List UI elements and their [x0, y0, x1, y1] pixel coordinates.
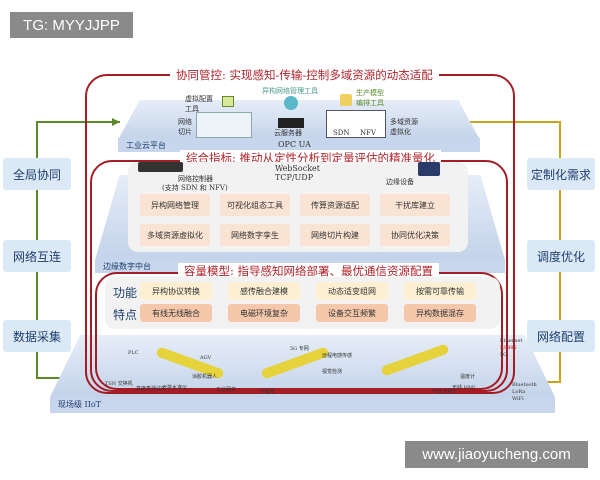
- legend-ethernet: Ethernet: [500, 338, 523, 344]
- device-label: 5G 专网: [290, 346, 309, 352]
- function-card: 按需可靠传输: [404, 282, 476, 300]
- controller-note: (支持 SDN 和 NFV): [162, 184, 228, 192]
- right-scheduling: 调度优化: [527, 240, 595, 272]
- function-card: 感传融合建模: [228, 282, 300, 300]
- left-data-collect: 数据采集: [3, 320, 71, 352]
- link-legend-bottom: Bluetooth LoRa WiFi: [512, 382, 537, 402]
- websocket-label: WebSocket: [275, 164, 320, 173]
- left-global-collab: 全局协同: [3, 158, 71, 190]
- device-label: 气体流量计: [432, 389, 458, 395]
- device-label: 无线 HMI: [452, 385, 476, 391]
- legend-5g: 5G: [500, 352, 508, 358]
- function-card: 异构协议转换: [140, 282, 212, 300]
- edge-cards: 异构网络管理 可视化组态工具 传算资源适配 干扰库建立 多域资源虚拟化 网络数字…: [140, 194, 452, 246]
- feature-card: 设备交互频繁: [316, 304, 388, 322]
- config-tool-icon: [222, 96, 234, 107]
- hetero-tool-label: 异构网络管理工具: [262, 87, 318, 95]
- slice-label: 网络切片: [178, 118, 192, 136]
- device-label: 涂胶机器人: [192, 374, 218, 380]
- field-platform-label: 现场级 IIoT: [50, 397, 555, 413]
- tcp-udp-label: TCP/UDP: [275, 173, 314, 182]
- edge-device-icon: [418, 162, 440, 176]
- edge-device-label: 边缘设备: [386, 178, 414, 186]
- watermark-bottom: www.jiaoyucheng.com: [405, 441, 588, 468]
- left-interconnect: 网络互连: [3, 240, 71, 272]
- controller-device-icon: [138, 162, 183, 172]
- device-label: AGV: [200, 355, 212, 361]
- device-label: 拧紧枪: [260, 389, 276, 395]
- sdn-label: SDN: [333, 129, 350, 137]
- edge-card: 网络数字孪生: [220, 224, 290, 246]
- edge-card: 异构网络管理: [140, 194, 210, 216]
- legend-bluetooth: Bluetooth: [512, 382, 537, 388]
- field-headline: 容量模型: 指导感知网络部署、最优通信资源配置: [178, 263, 440, 279]
- device-label: 温度计: [460, 374, 476, 380]
- device-label: PLC: [128, 350, 139, 356]
- model-tool-icon: [340, 94, 352, 106]
- network-globe-icon: [284, 96, 298, 110]
- feature-card: 电磁环境复杂: [228, 304, 300, 322]
- edge-card: 协同优化决策: [380, 224, 450, 246]
- edge-card: 多域资源虚拟化: [140, 224, 210, 246]
- model-tool-label: 生产模型编排工具: [356, 89, 384, 107]
- sdn-nfv-box: [326, 110, 386, 138]
- feature-card: 有线无线融合: [140, 304, 212, 322]
- legend-wifi: WiFi: [512, 396, 524, 402]
- multi-domain-label: 多域资源虚拟化: [390, 118, 418, 136]
- slice-diagram: [196, 112, 252, 138]
- device-label: 视觉检测: [322, 369, 343, 375]
- device-label: 高度表测试仪: [136, 386, 167, 392]
- link-legend-top: Ethernet RS485 5G: [500, 338, 522, 358]
- cloud-server-label: 云服务器: [274, 129, 302, 137]
- cloud-platform-label: 工业云平台: [118, 138, 480, 152]
- device-label: TSN 交换机: [105, 381, 133, 387]
- opc-ua-label: OPC UA: [278, 140, 311, 149]
- watermark-top: TG: MYYJJPP: [10, 12, 133, 38]
- function-card: 动态适变组网: [316, 282, 388, 300]
- edge-card: 网络切片构建: [300, 224, 370, 246]
- field-cards: 异构协议转换 感传融合建模 动态适变组网 按需可靠传输 有线无线融合 电磁环境复…: [140, 282, 484, 322]
- right-custom-demand: 定制化需求: [527, 158, 595, 190]
- virtual-tool-label: 虚拟配置工具: [185, 95, 213, 113]
- cloud-server-icon: [278, 118, 304, 128]
- device-label: 工业网关: [216, 387, 237, 393]
- nfv-label: NFV: [360, 129, 377, 137]
- function-label: 功能: [113, 286, 138, 300]
- field-platform: [50, 335, 555, 397]
- edge-card: 传算资源适配: [300, 194, 370, 216]
- edge-card: 干扰库建立: [380, 194, 450, 216]
- device-label: 光学水准仪: [162, 385, 188, 391]
- device-label: 远程电感传感: [322, 353, 353, 359]
- legend-rs485: RS485: [500, 345, 517, 351]
- feature-label: 特点: [113, 308, 138, 322]
- feature-card: 异构数据混存: [404, 304, 476, 322]
- edge-card: 可视化组态工具: [220, 194, 290, 216]
- cloud-headline: 协同管控: 实现感知-传输-控制多域资源的动态适配: [170, 67, 439, 83]
- legend-lora: LoRa: [512, 389, 526, 395]
- right-net-config: 网络配置: [527, 320, 595, 352]
- controller-label: 网络控制器: [178, 175, 213, 183]
